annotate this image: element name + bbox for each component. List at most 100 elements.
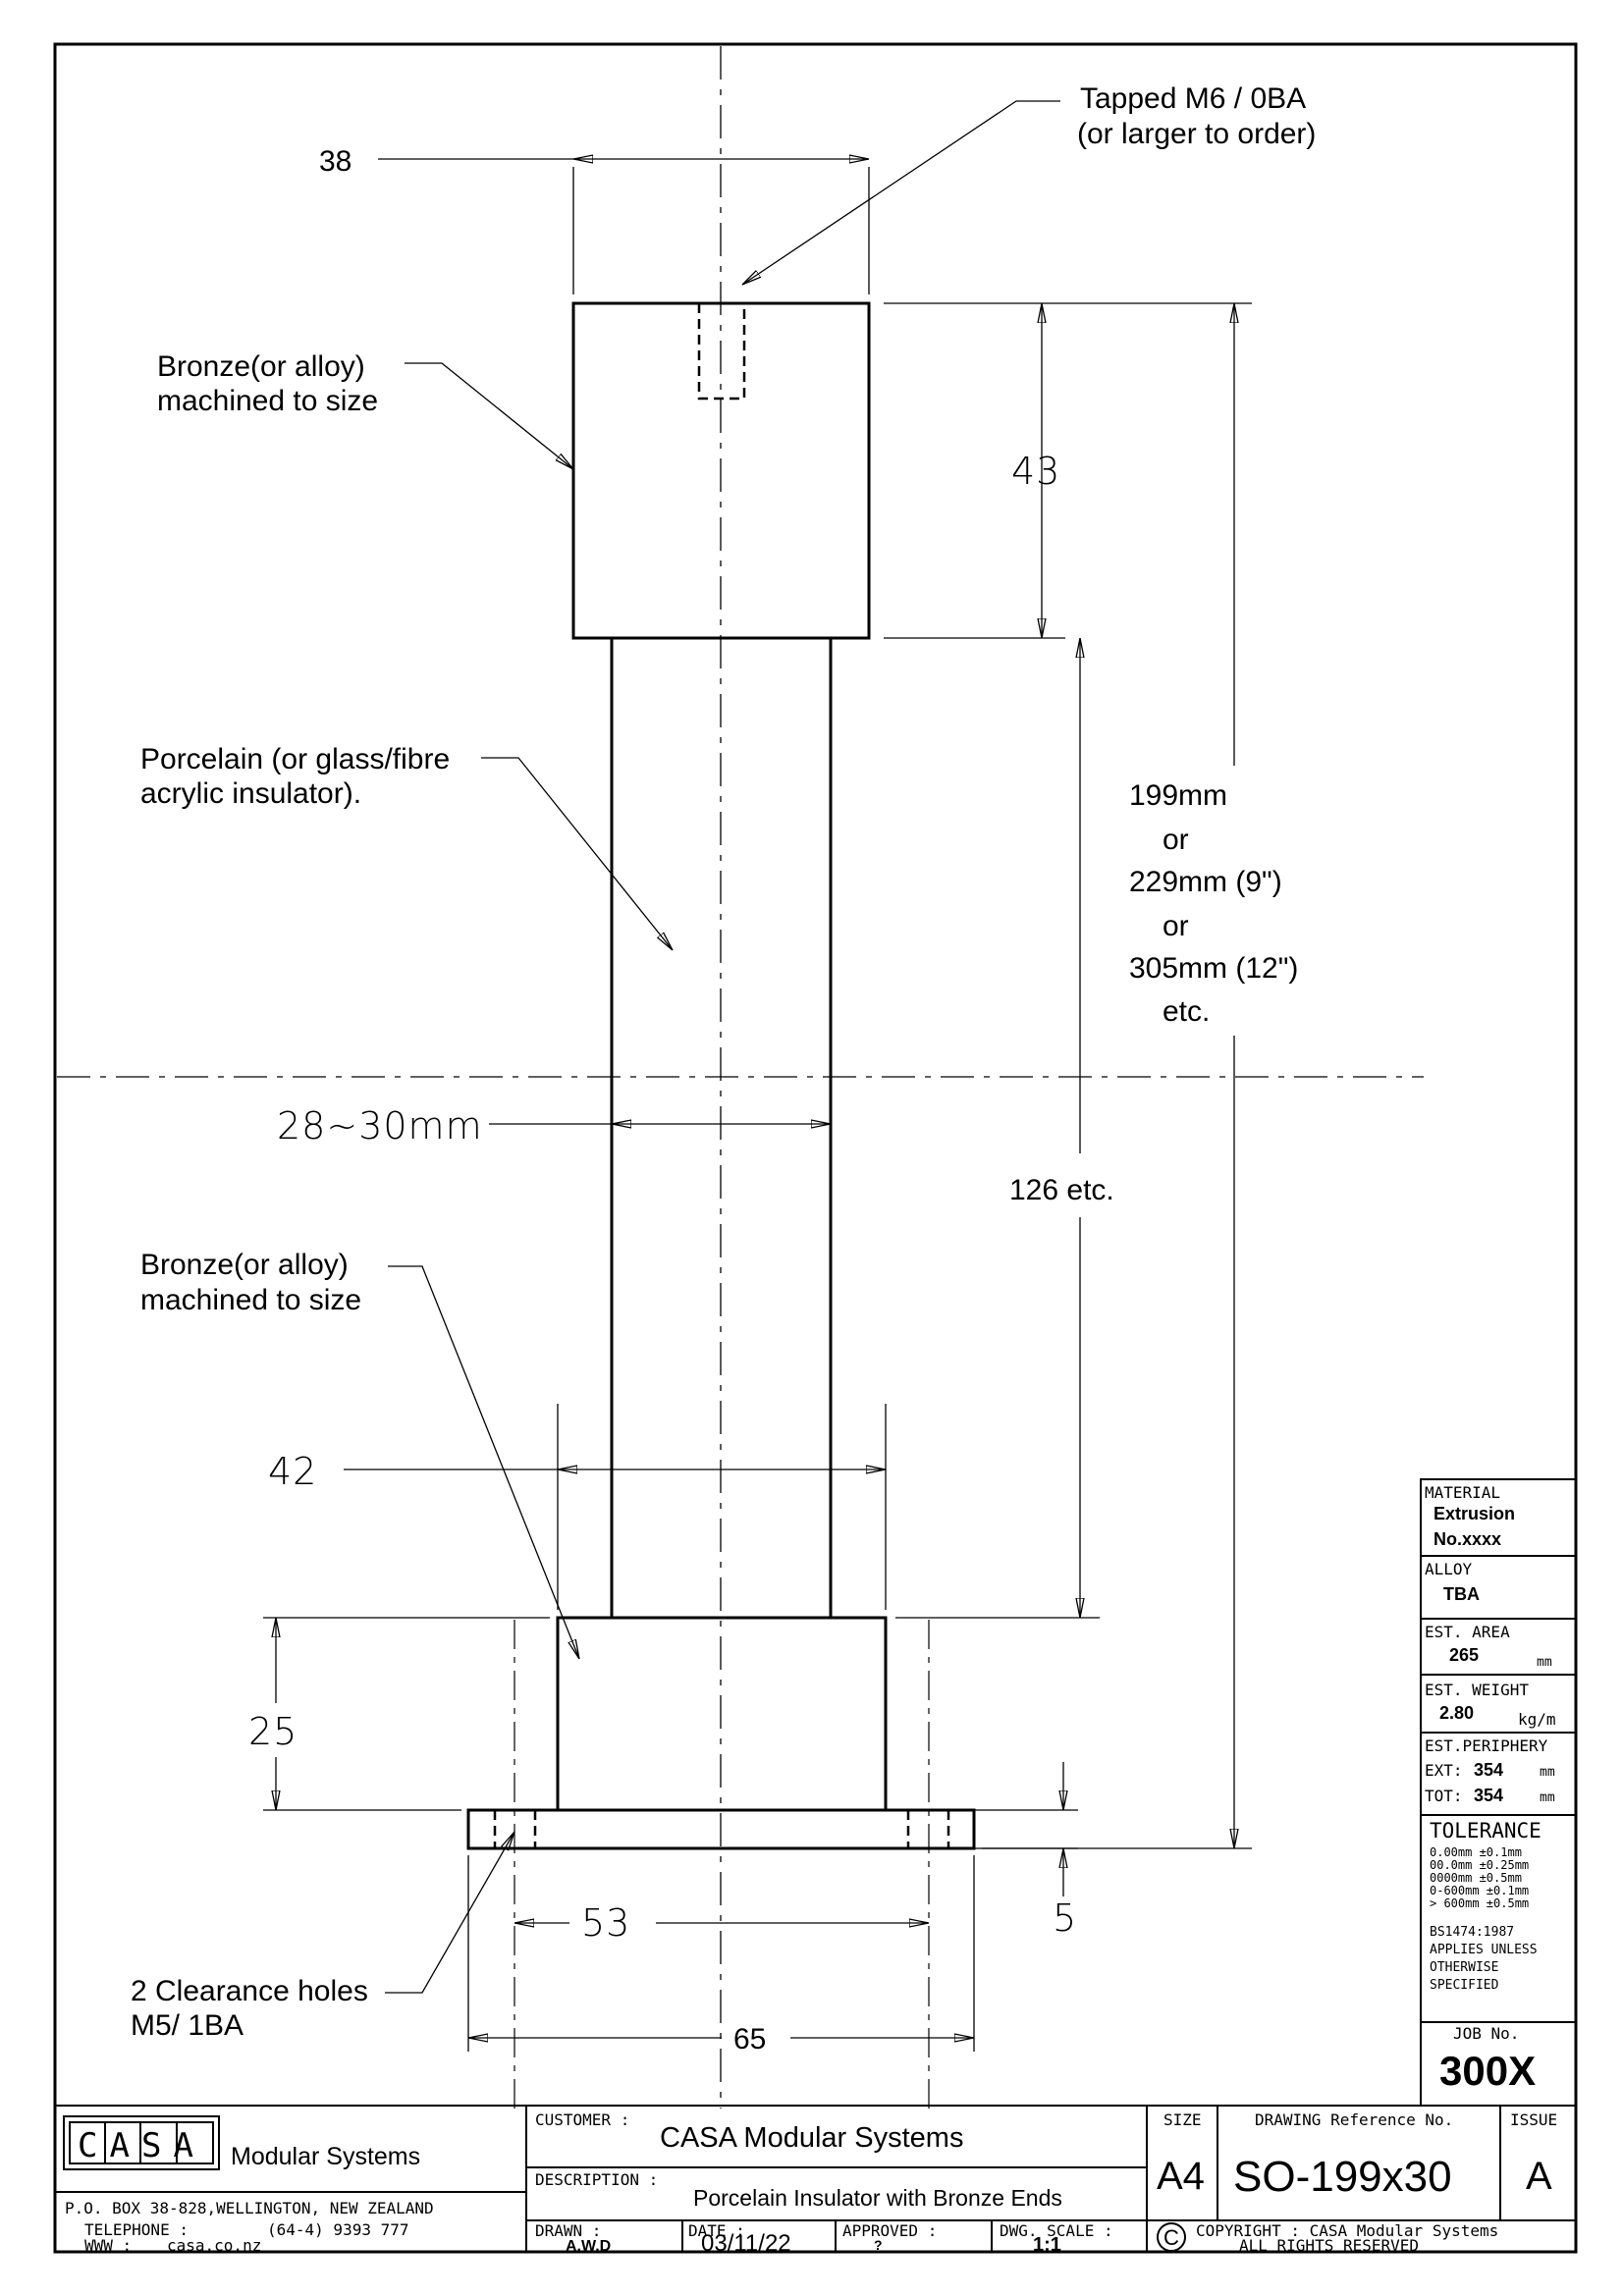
dim-53: 53 [581,1901,630,1945]
dim-199-line-4: or [1163,910,1189,942]
issue-label: ISSUE [1510,2110,1557,2129]
material-value-1: Extrusion [1434,1504,1515,1523]
standard-line-3: OTHERWISE [1430,1960,1498,1975]
dim-5: 5 [1053,1896,1077,1940]
tolerance-row-3: 0000mm ±0.5mm [1430,1871,1522,1885]
company-name: Modular Systems [231,2143,420,2170]
tapped-hole-hidden [697,303,746,400]
copyright-symbol: C [1163,2225,1179,2250]
material-label: MATERIAL [1425,1483,1500,1502]
dimension-lines [263,159,1252,2052]
dim-38: 38 [319,145,352,178]
tapped-hole-label-1: Tapped M6 / 0BA [1080,82,1306,115]
area-value: 265 [1449,1645,1479,1665]
holes-label-1: 2 Clearance holes [131,1975,368,2007]
alloy-label: ALLOY [1425,1560,1473,1578]
drawing-ref-label: DRAWING Reference No. [1255,2110,1453,2129]
date-value: 03/11/22 [701,2230,791,2257]
tot-label: TOT: [1425,1787,1463,1805]
tot-unit: mm [1540,1790,1555,1805]
issue-value: A [1526,2155,1552,2198]
job-label: JOB No. [1453,2024,1519,2043]
leader-lines [385,100,1060,1994]
www-value: casa.co.nz [167,2236,261,2255]
bronze-top-label-2: machined to size [157,385,378,417]
scale-value: 1:1 [1033,2234,1061,2256]
weight-unit: kg/m [1518,1710,1556,1729]
copyright-circle [1157,2222,1186,2252]
area-label: EST. AREA [1425,1623,1510,1641]
bottom-flange [466,1808,976,1850]
drawn-value: A.W.D [566,2238,611,2255]
size-value: A4 [1157,2155,1205,2198]
ext-value: 354 [1474,1760,1503,1780]
ext-label: EXT: [1425,1761,1463,1780]
copyright-line-1: COPYRIGHT : CASA Modular Systems [1196,2221,1498,2240]
description-label: DESCRIPTION : [535,2170,658,2189]
tolerance-row-2: 00.0mm ±0.25mm [1430,1858,1529,1872]
drawing-ref-value: SO-199x30 [1233,2153,1452,2201]
porcelain-label-2: acrylic insulator). [140,777,361,810]
telephone-value: (64-4) 9393 777 [267,2220,409,2239]
dim-43: 43 [1011,450,1060,493]
telephone-label: TELEPHONE : [84,2220,189,2239]
holes-label-2: M5/ 1BA [131,2009,243,2042]
approved-value: ? [874,2237,883,2253]
casa-logo [63,2115,220,2170]
dim-28-30: 28~30mm [277,1104,483,1148]
customer-label: CUSTOMER : [535,2110,629,2129]
center-lines [57,46,1424,2109]
scale-label: DWG. SCALE : [1000,2221,1113,2240]
bottom-bronze-body [556,1616,888,1812]
tolerance-row-5: > 600mm ±0.5mm [1430,1896,1529,1910]
dim-199-line-2: or [1163,824,1189,856]
dim-199-line-3: 229mm (9") [1129,866,1282,898]
size-label: SIZE [1163,2110,1202,2129]
dim-25: 25 [248,1710,298,1753]
porcelain-label-1: Porcelain (or glass/fibre [140,743,450,775]
standard-line-2: APPLIES UNLESS [1430,1943,1538,1957]
date-label: DATE : [688,2221,745,2240]
tolerance-label: TOLERANCE [1430,1819,1542,1842]
dim-42: 42 [268,1450,317,1493]
dimension-texts: 38 43 199mm or 229mm (9") or 305mm (12")… [248,145,1298,2056]
material-value-2: No.xxxx [1434,1529,1501,1549]
side-table: MATERIAL Extrusion No.xxxx ALLOY TBA EST… [1420,1478,1577,2107]
hole-center-lines [514,1620,930,2110]
tolerance-row-4: 0-600mm ±0.1mm [1430,1884,1529,1897]
bronze-bottom-label-2: machined to size [140,1284,361,1316]
tolerance-row-1: 0.00mm ±0.1mm [1430,1845,1522,1859]
periphery-label: EST.PERIPHERY [1425,1736,1548,1755]
description-value: Porcelain Insulator with Bronze Ends [693,2185,1062,2211]
bronze-bottom-label-1: Bronze(or alloy) [140,1249,349,1281]
hidden-lines [493,303,950,1848]
logo-letters: CASA [78,2126,205,2165]
dim-199-line-6: etc. [1163,995,1210,1028]
dim-126: 126 etc. [1009,1174,1114,1206]
dim-199-line-5: 305mm (12") [1129,952,1298,985]
area-unit: mm [1537,1655,1552,1670]
bronze-top-label-1: Bronze(or alloy) [157,350,365,383]
page-border [53,42,1578,2254]
weight-label: EST. WEIGHT [1425,1681,1529,1699]
drawn-label: DRAWN : [535,2221,601,2240]
standard-line-1: BS1474:1987 [1430,1925,1514,1940]
ext-unit: mm [1540,1765,1555,1780]
dim-65: 65 [733,2023,766,2056]
www-label: WWW : [84,2236,132,2255]
top-bronze-end [571,301,871,640]
title-block: CASA Modular Systems P.O. BOX 38-828,WEL… [55,2105,1576,2257]
standard-line-4: SPECIFIED [1430,1978,1499,1993]
approved-label: APPROVED : [842,2221,937,2240]
job-value: 300X [1439,2048,1536,2094]
customer-value: CASA Modular Systems [660,2122,963,2154]
callout-texts: Tapped M6 / 0BA (or larger to order) Bro… [131,82,1316,2042]
dim-199-line-1: 199mm [1129,779,1227,812]
weight-value: 2.80 [1439,1703,1474,1723]
copyright-line-2: ALL RIGHTS RESERVED [1239,2236,1419,2255]
tapped-hole-label-2: (or larger to order) [1077,118,1316,150]
company-address: P.O. BOX 38-828,WELLINGTON, NEW ZEALAND [65,2199,434,2217]
alloy-value: TBA [1443,1584,1480,1604]
tot-value: 354 [1474,1786,1503,1805]
